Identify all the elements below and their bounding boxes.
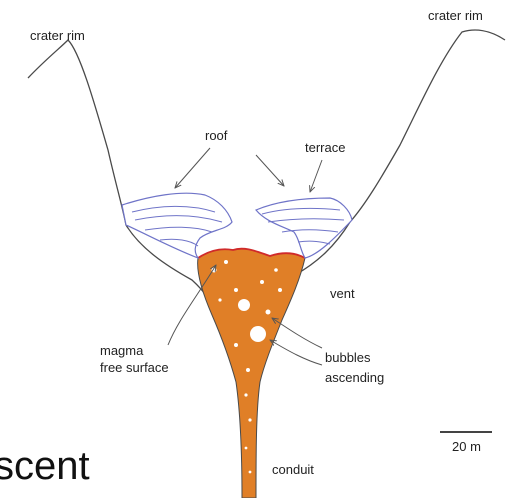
label-bubbles-line2: ascending bbox=[325, 370, 384, 385]
label-magma-line2: free surface bbox=[100, 360, 169, 375]
label-magma-line1: magma bbox=[100, 343, 144, 358]
label-roof: roof bbox=[205, 128, 228, 143]
magma-column bbox=[198, 249, 305, 498]
label-crater-rim-right: crater rim bbox=[428, 8, 483, 23]
terrace-right bbox=[256, 198, 352, 258]
label-conduit: conduit bbox=[272, 462, 314, 477]
arrow-bubbles-1 bbox=[272, 318, 322, 348]
label-vent: vent bbox=[330, 286, 355, 301]
arrow-terrace bbox=[310, 160, 322, 192]
clipped-caption-text: scent bbox=[0, 442, 90, 490]
label-bubbles-line1: bubbles bbox=[325, 350, 371, 365]
arrow-roof-left bbox=[175, 148, 210, 188]
terrace-left bbox=[122, 193, 232, 258]
arrow-roof-right bbox=[256, 155, 284, 186]
label-terrace: terrace bbox=[305, 140, 345, 155]
label-scale: 20 m bbox=[452, 439, 481, 454]
label-crater-rim-left: crater rim bbox=[30, 28, 85, 43]
